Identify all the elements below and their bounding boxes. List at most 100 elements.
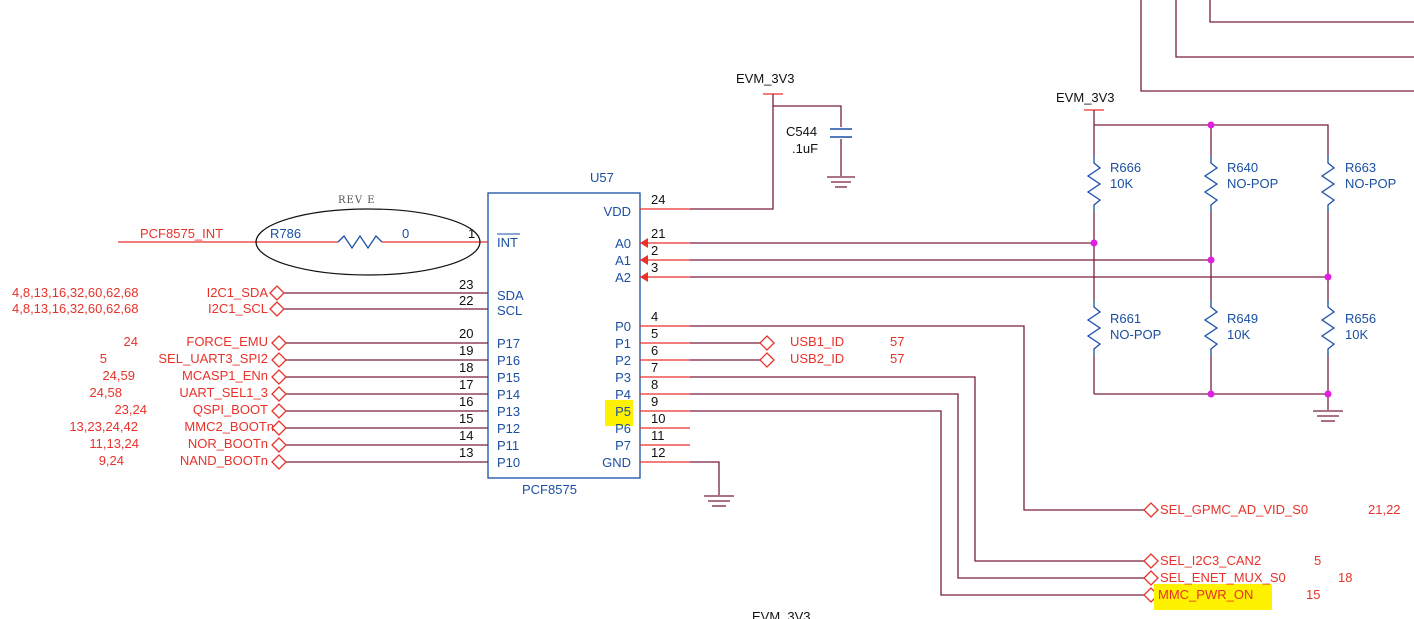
- net-pcf8575-int[interactable]: PCF8575_INT: [140, 226, 223, 241]
- pin-num-3: 3: [651, 260, 658, 275]
- u57-right-pin-stubs: [640, 208, 690, 463]
- vdd-c544: EVM_3V3 C544 .1uF: [690, 71, 855, 210]
- net-mcasp1-enn[interactable]: MCASP1_ENn: [182, 368, 268, 383]
- net-force-emu[interactable]: FORCE_EMU: [186, 334, 268, 349]
- pin-num-13: 13: [459, 445, 473, 460]
- net-mmc2-bootn[interactable]: MMC2_BOOTn: [184, 419, 274, 434]
- r656-value: 10K: [1345, 327, 1368, 342]
- net-i2c1-scl[interactable]: I2C1_SCL: [208, 301, 268, 316]
- i2c-nets: I2C1_SDA I2C1_SCL 4,8,13,16,32,60,62,68 …: [12, 285, 488, 317]
- r640-refdes: R640: [1227, 160, 1258, 175]
- r649-refdes: R649: [1227, 311, 1258, 326]
- net-nand-bootn[interactable]: NAND_BOOTn: [180, 453, 268, 468]
- pin-num-17: 17: [459, 377, 473, 392]
- r661-value: NO-POP: [1110, 327, 1161, 342]
- sda-refs: 4,8,13,16,32,60,62,68: [12, 285, 139, 300]
- pin-name-p13: P13: [497, 404, 520, 419]
- net-usb2-id[interactable]: USB2_ID: [790, 351, 844, 366]
- net-sel-i2c3-can2[interactable]: SEL_I2C3_CAN2: [1160, 553, 1261, 568]
- net-qspi-boot[interactable]: QSPI_BOOT: [193, 402, 268, 417]
- left-signal-nets: FORCE_EMU 24 SEL_UART3_SPI2 5 MCASP1_ENn…: [69, 334, 488, 470]
- u57-right-pin-names: VDD A0 A1 A2 P0 P1 P2 P3 P4 P5 P6 P7 GND: [602, 204, 631, 470]
- rev-e-ellipse: [255, 208, 481, 276]
- pin-name-vdd: VDD: [604, 204, 631, 219]
- c544-value: .1uF: [792, 141, 818, 156]
- net-row-sel-uart3-spi2: SEL_UART3_SPI2 5: [100, 351, 488, 368]
- c544-refdes: C544: [786, 124, 817, 139]
- pin-num-19: 19: [459, 343, 473, 358]
- evm-3v3-label-3: EVM_3V3: [752, 609, 811, 619]
- pin-num-24: 24: [651, 192, 665, 207]
- junction-dot: [1324, 273, 1332, 281]
- sel-i2c3-ref: 5: [1314, 553, 1321, 568]
- net-nor-bootn[interactable]: NOR_BOOTn: [188, 436, 268, 451]
- net-row-mmc2-bootn: MMC2_BOOTn 13,23,24,42: [69, 419, 488, 436]
- pin-name-p17: P17: [497, 336, 520, 351]
- pin-num-15: 15: [459, 411, 473, 426]
- int-net: PCF8575_INT R786 0 REV E: [118, 195, 488, 276]
- pin-num-1: 1: [468, 226, 475, 241]
- pin-name-int: INT: [497, 235, 518, 250]
- sel-enet-ref: 18: [1338, 570, 1352, 585]
- sel-gpmc-ref: 21,22: [1368, 502, 1401, 517]
- r663-value: NO-POP: [1345, 176, 1396, 191]
- u57-gnd: [690, 461, 734, 507]
- r666-value: 10K: [1110, 176, 1133, 191]
- pin-name-p16: P16: [497, 353, 520, 368]
- r786-value: 0: [402, 226, 409, 241]
- junction-dot: [1207, 390, 1215, 398]
- qspi-boot-ref: 23,24: [114, 402, 147, 417]
- pin-name-p1: P1: [615, 336, 631, 351]
- net-sel-enet-mux-s0[interactable]: SEL_ENET_MUX_S0: [1160, 570, 1286, 585]
- net-row-nor-bootn: NOR_BOOTn 11,13,24: [89, 436, 488, 453]
- net-sel-uart3-spi2[interactable]: SEL_UART3_SPI2: [158, 351, 268, 366]
- pin-num-20: 20: [459, 326, 473, 341]
- pin-name-p7: P7: [615, 438, 631, 453]
- u57-left-pin-numbers: 1 23 22 20 19 18 17 16 15 14 13: [459, 226, 475, 460]
- rev-e-note: REV E: [338, 195, 376, 206]
- net-row-mcasp1-enn: MCASP1_ENn 24,59: [102, 368, 488, 385]
- pin-name-p15: P15: [497, 370, 520, 385]
- net-usb1-id[interactable]: USB1_ID: [790, 334, 844, 349]
- r640-value: NO-POP: [1227, 176, 1278, 191]
- pin-num-6: 6: [651, 343, 658, 358]
- right-signal-routing: SEL_GPMC_AD_VID_S0 21,22 SEL_I2C3_CAN2 5…: [690, 325, 1401, 610]
- nor-bootn-ref: 11,13,24: [89, 436, 139, 451]
- pin-num-2: 2: [651, 243, 658, 258]
- pin-num-9: 9: [651, 394, 658, 409]
- pin-num-18: 18: [459, 360, 473, 375]
- net-sel-gpmc-ad-vid-s0[interactable]: SEL_GPMC_AD_VID_S0: [1160, 502, 1308, 517]
- pin-num-11: 11: [651, 428, 665, 443]
- junction-dot: [1324, 390, 1332, 398]
- r656-refdes: R656: [1345, 311, 1376, 326]
- net-uart-sel1-3[interactable]: UART_SEL1_3: [179, 385, 268, 400]
- net-i2c1-sda[interactable]: I2C1_SDA: [207, 285, 269, 300]
- pin-name-p2: P2: [615, 353, 631, 368]
- r663-refdes: R663: [1345, 160, 1376, 175]
- mcasp1-enn-ref: 24,59: [102, 368, 135, 383]
- pin-name-p12: P12: [497, 421, 520, 436]
- pin-num-5: 5: [651, 326, 658, 341]
- pin-num-21: 21: [651, 226, 665, 241]
- nand-bootn-ref: 9,24: [99, 453, 124, 468]
- mmc2-bootn-ref: 13,23,24,42: [69, 419, 138, 434]
- r786-refdes: R786: [270, 226, 301, 241]
- pin-name-p5: P5: [615, 404, 631, 419]
- pin-name-scl: SCL: [497, 303, 522, 318]
- u57-left-pin-names: INT SDA SCL P17 P16 P15 P14 P13 P12 P11 …: [497, 233, 524, 470]
- net-row-uart-sel1-3: UART_SEL1_3 24,58: [89, 385, 488, 402]
- force-emu-ref: 24: [124, 334, 138, 349]
- u57-part: PCF8575: [522, 482, 577, 497]
- pin-num-14: 14: [459, 428, 473, 443]
- r649-value: 10K: [1227, 327, 1250, 342]
- pin-name-a1: A1: [615, 253, 631, 268]
- uart-sel1-3-ref: 24,58: [89, 385, 122, 400]
- usb2-id-ref: 57: [890, 351, 904, 366]
- pin-num-8: 8: [651, 377, 658, 392]
- net-row-force-emu: FORCE_EMU 24: [124, 334, 488, 351]
- evm-3v3-label-2: EVM_3V3: [1056, 90, 1115, 105]
- net-mmc-pwr-on[interactable]: MMC_PWR_ON: [1158, 587, 1253, 602]
- pin-name-p4: P4: [615, 387, 631, 402]
- pin-name-p0: P0: [615, 319, 631, 334]
- pin-name-sda: SDA: [497, 288, 524, 303]
